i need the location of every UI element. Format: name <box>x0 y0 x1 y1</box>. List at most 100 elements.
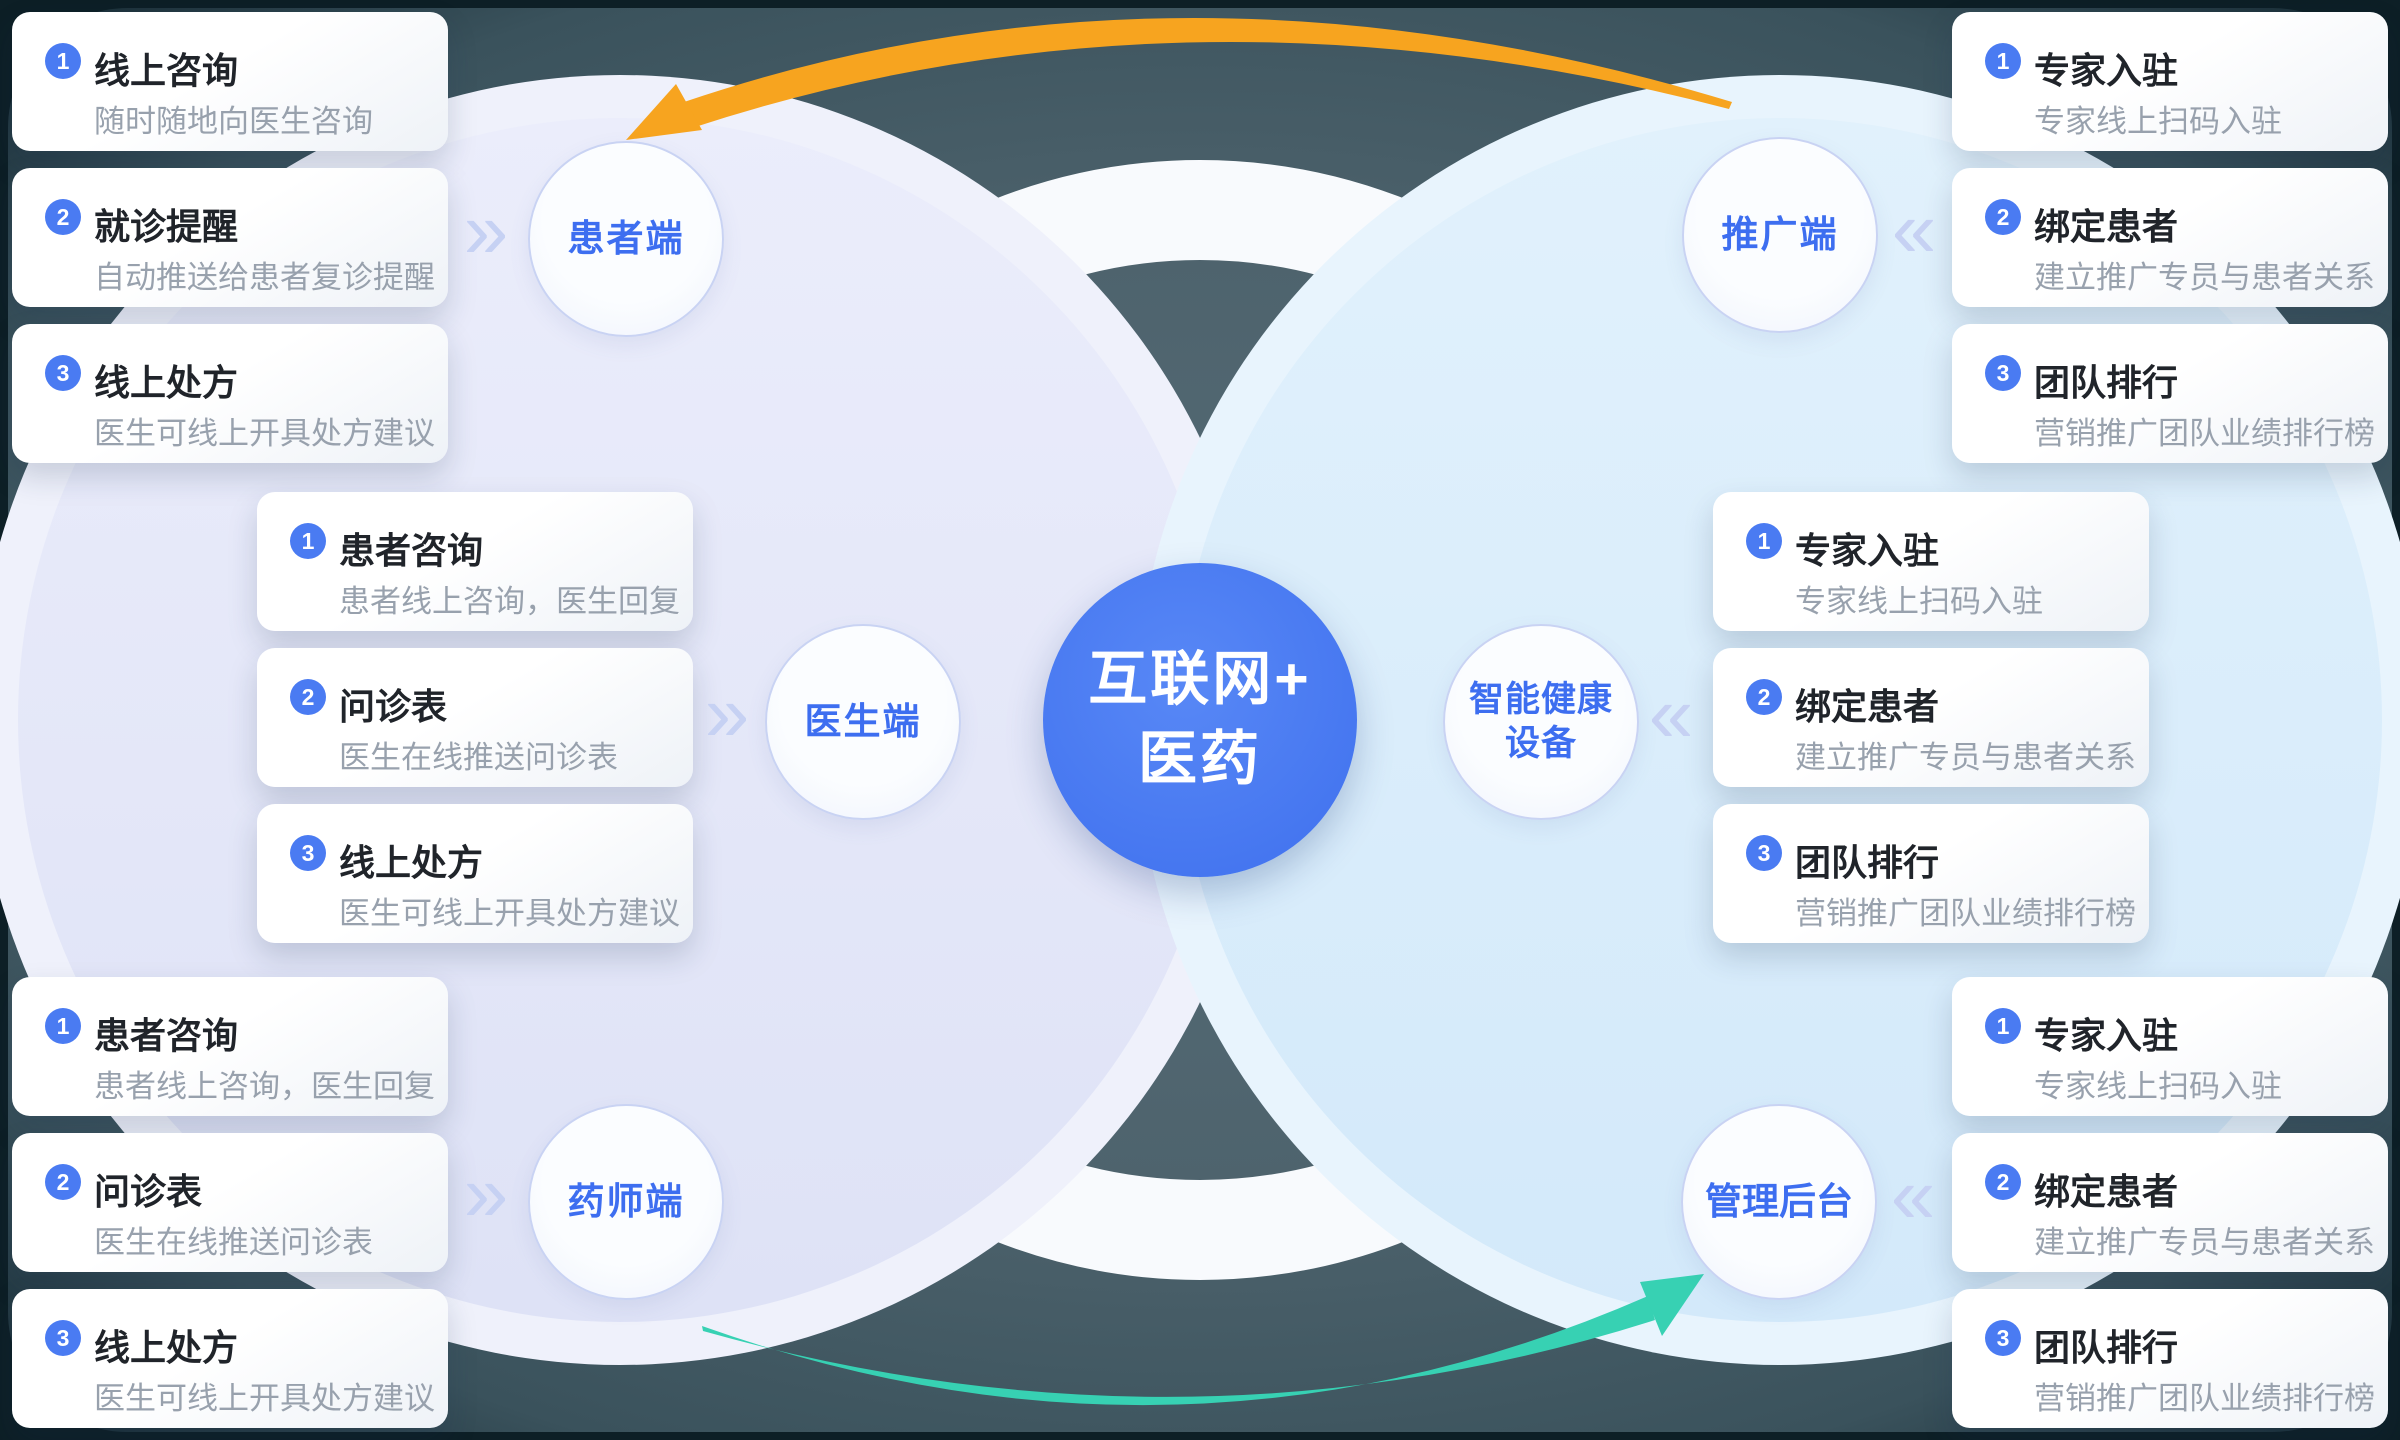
node-circle-patient: 患者端 <box>528 141 724 337</box>
node-label: 患者端 <box>567 217 685 259</box>
group-doctor-features: 1 患者咨询 患者线上咨询，医生回复 2 问诊表 医生在线推送问诊表 3 线上处… <box>257 492 693 943</box>
step-badge: 2 <box>1985 1164 2021 1200</box>
step-badge: 2 <box>1985 199 2021 235</box>
feature-desc: 医生可线上开具处方建议 <box>94 1381 435 1416</box>
feature-title: 线上处方 <box>339 842 484 883</box>
center-title-line2: 医药 <box>1137 726 1262 792</box>
feature-card: 1 线上咨询 随时随地向医生咨询 <box>12 12 448 151</box>
chevrons-right-icon: » <box>463 1148 509 1238</box>
step-badge: 2 <box>290 679 326 715</box>
feature-card: 1 专家入驻 专家线上扫码入驻 <box>1952 977 2388 1116</box>
feature-desc: 自动推送给患者复诊提醒 <box>94 260 435 295</box>
step-badge: 3 <box>45 355 81 391</box>
feature-desc: 患者线上咨询，医生回复 <box>94 1069 435 1104</box>
feature-title: 线上咨询 <box>94 50 239 91</box>
feature-title: 绑定患者 <box>2034 1171 2179 1212</box>
feature-card: 1 患者咨询 患者线上咨询，医生回复 <box>257 492 693 631</box>
feature-title: 就诊提醒 <box>94 206 239 247</box>
group-patient-features: 1 线上咨询 随时随地向医生咨询 2 就诊提醒 自动推送给患者复诊提醒 3 线上… <box>12 12 448 463</box>
feature-desc: 营销推广团队业绩排行榜 <box>2034 1381 2375 1416</box>
teal-arrow <box>702 1274 1704 1406</box>
node-circle-promoter: 推广端 <box>1682 137 1878 333</box>
feature-title: 患者咨询 <box>94 1015 239 1056</box>
feature-card: 2 问诊表 医生在线推送问诊表 <box>257 648 693 787</box>
group-pharmacist-features: 1 患者咨询 患者线上咨询，医生回复 2 问诊表 医生在线推送问诊表 3 线上处… <box>12 977 448 1428</box>
feature-desc: 建立推广专员与患者关系 <box>1795 740 2136 775</box>
chevrons-left-icon: « <box>1891 184 1937 274</box>
feature-title: 问诊表 <box>339 686 448 727</box>
step-badge: 1 <box>1985 1008 2021 1044</box>
feature-title: 团队排行 <box>1795 842 1940 883</box>
step-badge: 3 <box>1985 1320 2021 1356</box>
feature-title: 专家入驻 <box>2034 1015 2179 1056</box>
feature-desc: 医生可线上开具处方建议 <box>94 416 435 451</box>
feature-card: 1 专家入驻 专家线上扫码入驻 <box>1952 12 2388 151</box>
step-badge: 1 <box>1746 523 1782 559</box>
feature-card: 3 线上处方 医生可线上开具处方建议 <box>12 1289 448 1428</box>
feature-title: 团队排行 <box>2034 362 2179 403</box>
center-title-line1: 互联网+ <box>1088 646 1312 713</box>
node-label: 设备 <box>1504 724 1577 763</box>
step-badge: 2 <box>45 1164 81 1200</box>
feature-desc: 医生可线上开具处方建议 <box>339 896 680 931</box>
feature-card: 3 团队排行 营销推广团队业绩排行榜 <box>1952 1289 2388 1428</box>
step-badge: 3 <box>45 1320 81 1356</box>
step-badge: 3 <box>1985 355 2021 391</box>
node-label: 医生端 <box>804 700 922 742</box>
feature-card: 2 就诊提醒 自动推送给患者复诊提醒 <box>12 168 448 307</box>
feature-title: 专家入驻 <box>2034 50 2179 91</box>
feature-desc: 医生在线推送问诊表 <box>94 1225 373 1260</box>
step-badge: 3 <box>1746 835 1782 871</box>
feature-desc: 建立推广专员与患者关系 <box>2034 260 2375 295</box>
feature-desc: 专家线上扫码入驻 <box>2034 1069 2282 1104</box>
feature-desc: 专家线上扫码入驻 <box>2034 104 2282 139</box>
feature-card: 2 绑定患者 建立推广专员与患者关系 <box>1952 1133 2388 1272</box>
feature-desc: 医生在线推送问诊表 <box>339 740 618 775</box>
feature-card: 3 团队排行 营销推广团队业绩排行榜 <box>1713 804 2149 943</box>
node-circle-doctor: 医生端 <box>765 624 961 820</box>
feature-title: 患者咨询 <box>339 530 484 571</box>
step-badge: 1 <box>1985 43 2021 79</box>
feature-title: 线上处方 <box>94 1327 239 1368</box>
feature-desc: 营销推广团队业绩排行榜 <box>1795 896 2136 931</box>
feature-desc: 患者线上咨询，医生回复 <box>339 584 680 619</box>
feature-card: 3 线上处方 医生可线上开具处方建议 <box>12 324 448 463</box>
step-badge: 3 <box>290 835 326 871</box>
node-label: 推广端 <box>1721 213 1839 255</box>
feature-title: 绑定患者 <box>2034 206 2179 247</box>
chevrons-right-icon: » <box>463 185 509 275</box>
center-node: 互联网+ 医药 <box>1043 563 1357 877</box>
step-badge: 1 <box>45 1008 81 1044</box>
orange-arrow <box>626 18 1732 140</box>
node-circle-pharmacist: 药师端 <box>528 1104 724 1300</box>
feature-desc: 随时随地向医生咨询 <box>94 104 373 139</box>
feature-title: 绑定患者 <box>1795 686 1940 727</box>
feature-card: 2 问诊表 医生在线推送问诊表 <box>12 1133 448 1272</box>
feature-title: 团队排行 <box>2034 1327 2179 1368</box>
chevrons-left-icon: « <box>1648 669 1694 759</box>
group-admin-features: 1 专家入驻 专家线上扫码入驻 2 绑定患者 建立推广专员与患者关系 3 团队排… <box>1952 977 2388 1428</box>
group-device-features: 1 专家入驻 专家线上扫码入驻 2 绑定患者 建立推广专员与患者关系 3 团队排… <box>1713 492 2149 943</box>
feature-desc: 专家线上扫码入驻 <box>1795 584 2043 619</box>
step-badge: 2 <box>1746 679 1782 715</box>
chevrons-right-icon: » <box>704 668 750 758</box>
node-label: 智能健康 <box>1468 680 1613 720</box>
feature-card: 1 患者咨询 患者线上咨询，医生回复 <box>12 977 448 1116</box>
step-badge: 2 <box>45 199 81 235</box>
feature-title: 线上处方 <box>94 362 239 403</box>
chevrons-left-icon: « <box>1890 1150 1936 1240</box>
feature-desc: 营销推广团队业绩排行榜 <box>2034 416 2375 451</box>
step-badge: 1 <box>290 523 326 559</box>
node-label: 药师端 <box>567 1180 685 1222</box>
feature-card: 1 专家入驻 专家线上扫码入驻 <box>1713 492 2149 631</box>
feature-title: 问诊表 <box>94 1171 203 1212</box>
node-circle-admin: 管理后台 <box>1681 1104 1877 1300</box>
node-label: 管理后台 <box>1705 1180 1853 1222</box>
feature-card: 2 绑定患者 建立推广专员与患者关系 <box>1952 168 2388 307</box>
feature-card: 3 线上处方 医生可线上开具处方建议 <box>257 804 693 943</box>
feature-desc: 建立推广专员与患者关系 <box>2034 1225 2375 1260</box>
group-promoter-features: 1 专家入驻 专家线上扫码入驻 2 绑定患者 建立推广专员与患者关系 3 团队排… <box>1952 12 2388 463</box>
feature-title: 专家入驻 <box>1795 530 1940 571</box>
feature-card: 3 团队排行 营销推广团队业绩排行榜 <box>1952 324 2388 463</box>
